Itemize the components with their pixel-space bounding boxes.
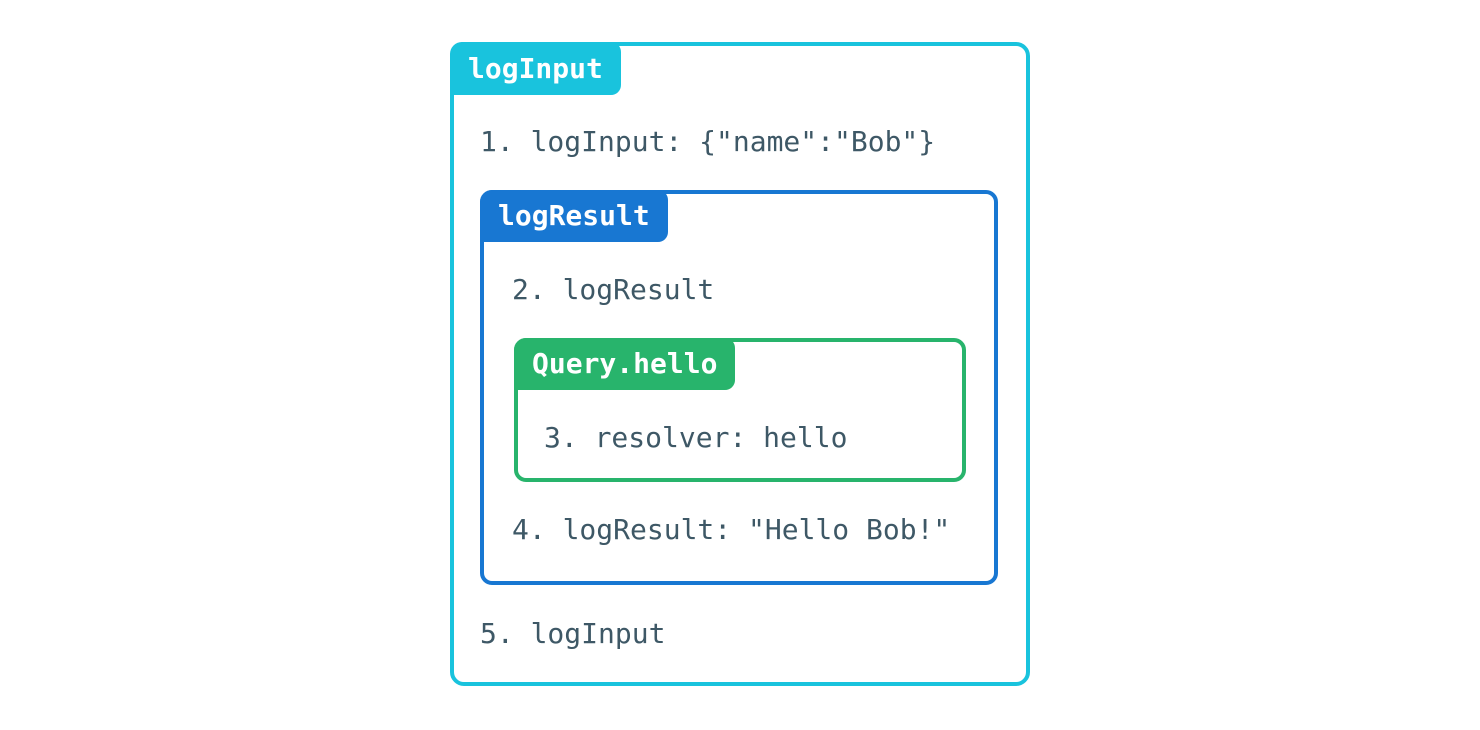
logresult-label: logResult — [480, 190, 668, 242]
step-2-logresult-enter: 2. logResult — [512, 273, 715, 306]
query-hello-box: Query.hello — [514, 338, 966, 482]
loginput-box: logInput — [450, 42, 1030, 686]
step-4-logresult-exit: 4. logResult: "Hello Bob!" — [512, 513, 951, 546]
step-3-resolver: 3. resolver: hello — [544, 421, 848, 454]
query-hello-label: Query.hello — [514, 338, 736, 390]
step-5-loginput-exit: 5. logInput — [480, 617, 666, 650]
step-1-loginput-enter: 1. logInput: {"name":"Bob"} — [480, 125, 936, 158]
logresult-box: logResult — [480, 190, 998, 585]
loginput-label: logInput — [450, 42, 621, 95]
